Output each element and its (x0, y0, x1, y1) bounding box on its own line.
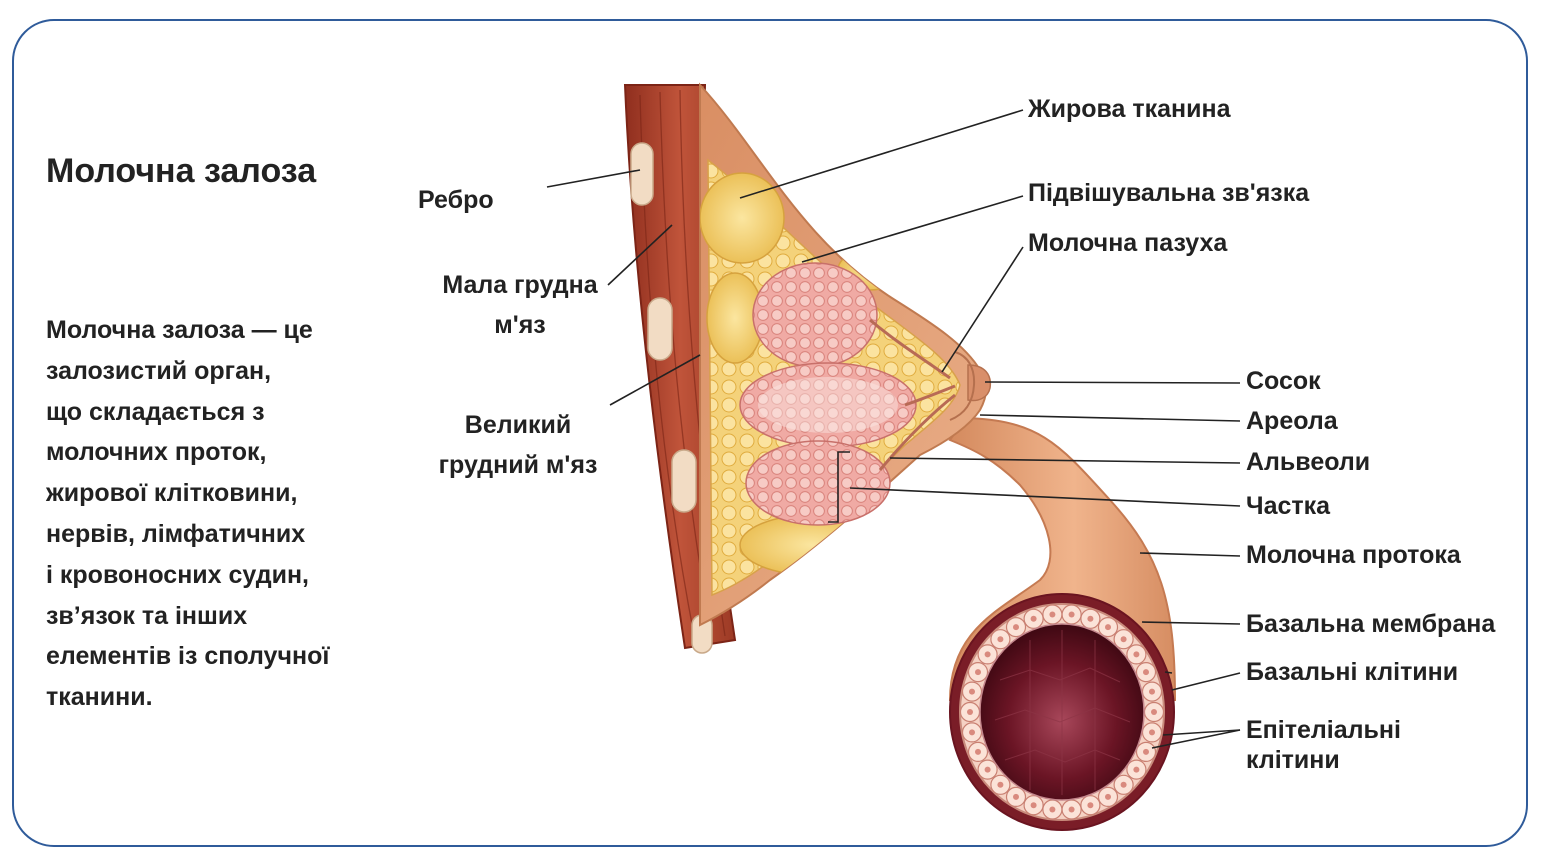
cell-nucleus (1105, 793, 1111, 800)
cell-nucleus (1087, 615, 1094, 622)
label-epithelial-line: Епітеліальні (1246, 716, 1401, 744)
label-basement-membrane: Базальна мембрана (1246, 610, 1496, 638)
label-pec-minor: Мала грудна м'яз (425, 270, 615, 340)
description-line: елементів із сполучної (46, 642, 330, 671)
label-milk-duct: Молочна протока (1246, 541, 1461, 569)
cell-nucleus (1049, 806, 1056, 813)
description-line: Молочна залоза — це (46, 316, 313, 344)
label-lobule: Частка (1246, 492, 1331, 520)
cell-nucleus (1133, 766, 1140, 773)
label-pec-minor-line: Мала грудна (442, 271, 598, 299)
cell-nucleus (967, 709, 973, 715)
cell-nucleus (1030, 615, 1037, 622)
description-line: залозистий орган, (46, 356, 272, 385)
cell-nucleus (984, 651, 991, 658)
label-epithelial-cells: Епітеліальні клітини (1246, 715, 1401, 775)
cell-nucleus (1030, 802, 1037, 809)
label-pec-major: Великий грудний м'яз (418, 410, 618, 480)
label-fat-tissue: Жирова тканина (1028, 95, 1231, 123)
cell-nucleus (1143, 669, 1149, 676)
page-title: Молочна залоза (46, 152, 317, 190)
description-line: молочних проток, (46, 438, 267, 467)
label-ligament: Підвішувальна зв'язка (1028, 179, 1310, 207)
description-line: зв’язок та інших (46, 601, 248, 630)
description-line: і кровоносних судин, (46, 560, 309, 589)
cell-nucleus (1068, 806, 1075, 813)
description-line: жирової клітковини, (46, 479, 298, 508)
description: Молочна залоза — це залозистий орган, що… (46, 310, 406, 718)
label-basal-cells: Базальні клітини (1246, 658, 1459, 686)
milk-ducts (869, 318, 956, 471)
cell-nucleus (1149, 688, 1155, 695)
label-areola: Ареола (1246, 407, 1338, 435)
label-sinus: Молочна пазуха (1028, 229, 1228, 257)
cell-nucleus (1133, 651, 1140, 658)
label-pec-major-line: Великий (464, 411, 572, 439)
cell-nucleus (997, 781, 1004, 788)
cell-nucleus (1068, 611, 1075, 618)
cell-nucleus (1151, 709, 1157, 715)
description-line: що складається з (46, 397, 265, 426)
label-rib: Ребро (418, 186, 494, 214)
cell-nucleus (1143, 748, 1149, 755)
areola (949, 351, 976, 421)
label-pec-minor-line: м'яз (494, 311, 546, 339)
label-alveoli: Альвеоли (1246, 448, 1371, 476)
label-pec-major-line: грудний м'яз (438, 451, 598, 479)
cell-nucleus (1120, 636, 1127, 643)
cell-nucleus (975, 748, 981, 755)
cell-nucleus (1049, 611, 1056, 618)
cell-nucleus (1120, 781, 1127, 788)
cell-nucleus (1105, 624, 1111, 631)
cell-nucleus (1087, 802, 1094, 809)
description-line: тканини. (46, 683, 153, 712)
leader-lines (546, 109, 1241, 749)
lobules (739, 262, 917, 526)
ribs (630, 142, 713, 654)
label-epithelial-line: клітини (1246, 746, 1340, 774)
cell-nucleus (1149, 729, 1155, 736)
cell-nucleus (1013, 624, 1019, 631)
label-nipple: Сосок (1246, 367, 1321, 395)
cell-nucleus (969, 688, 975, 695)
lumen-pattern (994, 630, 1131, 795)
epithelial-cells (959, 604, 1165, 820)
cell-nucleus (969, 729, 975, 736)
cell-nucleus (997, 636, 1004, 643)
cell-nucleus (984, 766, 991, 773)
cell-nucleus (1013, 793, 1019, 800)
diagram-frame (12, 19, 1528, 847)
duct-cross-section (949, 593, 1175, 831)
cell-nucleus (975, 669, 981, 676)
description-line: нервів, лімфатичних (46, 519, 306, 548)
